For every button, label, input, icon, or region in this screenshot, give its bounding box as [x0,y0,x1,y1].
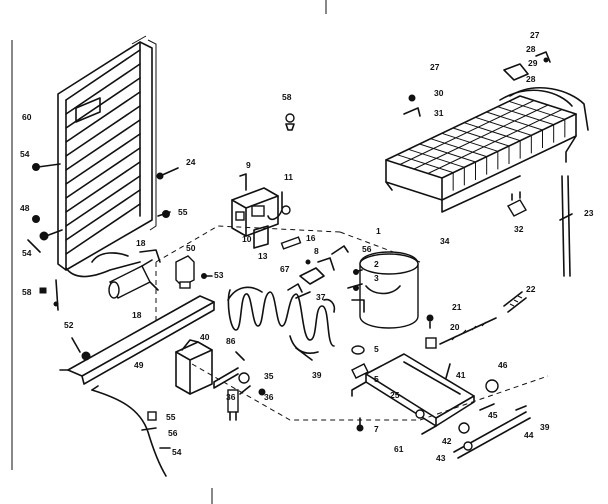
bracket-50 [175,255,195,289]
callout-53: 53 [214,270,224,280]
callout-58b: 58 [282,92,292,102]
callout-16: 16 [306,233,316,243]
callout-41: 41 [456,370,466,380]
bracket-30 [403,94,421,117]
callout-20: 20 [450,322,460,332]
callout-1: 1 [376,226,381,236]
callout-7: 7 [374,424,379,434]
screw-24 [156,167,179,180]
callout-56b: 56 [168,428,178,438]
callout-23: 23 [584,208,594,218]
callout-86: 86 [226,336,236,346]
callout-34: 34 [440,236,450,246]
callout-30: 30 [434,88,444,98]
callout-55a: 55 [178,207,188,217]
callout-5b: 5 [374,374,379,384]
part-58 [285,113,295,131]
callout-35: 35 [264,371,274,381]
filter-drier [108,249,161,299]
callout-9: 9 [246,160,251,170]
callout-22: 22 [526,284,536,294]
callout-54b: 54 [22,248,32,258]
callout-18a: 18 [136,238,146,248]
compressor [347,251,419,329]
callout-45: 45 [488,410,498,420]
grommet-5b [351,363,369,379]
condenser-tube [65,261,141,278]
callout-52: 52 [64,320,74,330]
screw-21 [426,314,434,329]
callout-32: 32 [514,224,524,234]
left-fasteners [27,163,63,311]
part-32 [507,191,527,217]
start-relay [231,173,279,249]
callout-39b: 39 [540,422,550,432]
callout-28a: 28 [526,44,536,54]
callout-44: 44 [524,430,534,440]
callout-49: 49 [134,360,144,370]
callout-61: 61 [394,444,404,454]
callout-42: 42 [442,436,452,446]
part-16 [280,236,302,250]
foot-46 [485,379,499,393]
part-41 [445,363,451,379]
callout-21: 21 [452,302,462,312]
callout-54c: 54 [172,447,182,457]
callout-29: 29 [528,58,538,68]
callout-11: 11 [284,172,293,182]
drier-tube [91,252,129,263]
callout-56: 56 [362,244,372,254]
screw-53 [201,273,213,279]
cord-11 [267,191,291,221]
callout-24: 24 [186,157,196,167]
rod-20 [425,317,497,349]
callout-40: 40 [200,332,210,342]
callout-54a: 54 [20,149,30,159]
callout-55b: 55 [166,412,176,422]
callout-8: 8 [314,246,319,256]
callout-18b: 18 [132,310,142,320]
tube-clamps [287,257,335,299]
callout-60a: 60 [22,112,32,122]
callout-3: 3 [374,273,379,283]
clip-28-29 [503,51,551,81]
callout-5a: 5 [374,344,379,354]
callout-2: 2 [374,259,379,269]
foot-45 [479,403,495,411]
heater-22 [503,291,527,313]
callout-31: 31 [434,108,444,118]
condenser-coil [57,35,157,271]
evaporator-coil [385,87,589,213]
callout-43: 43 [436,453,446,463]
callout-58a: 58 [22,287,32,297]
callout-10: 10 [242,234,252,244]
callout-36b: 36 [264,392,274,402]
callout-28b: 28 [526,74,536,84]
callout-48: 48 [20,203,30,213]
callout-46: 46 [498,360,508,370]
clip-56 [331,245,349,255]
callout-13: 13 [258,251,268,261]
drain-pan [175,339,213,395]
callout-25: 25 [390,390,400,400]
base-rail [59,295,215,385]
suction-line [559,175,573,277]
callout-27b: 27 [530,30,540,40]
callout-39: 39 [312,370,322,380]
callout-67: 67 [280,264,290,274]
switch-assembly [213,351,266,421]
rail-43 [453,405,531,459]
screw-7 [356,417,364,432]
callout-27a: 27 [430,62,440,72]
callout-37: 37 [316,292,326,302]
heat-exchanger-tubing [227,286,336,361]
callout-36a: 36 [226,392,236,402]
grommet-5a [351,345,365,355]
power-cord [91,385,171,477]
callout-50: 50 [186,243,196,253]
screw-55 [157,210,171,218]
base-frame [351,353,475,435]
